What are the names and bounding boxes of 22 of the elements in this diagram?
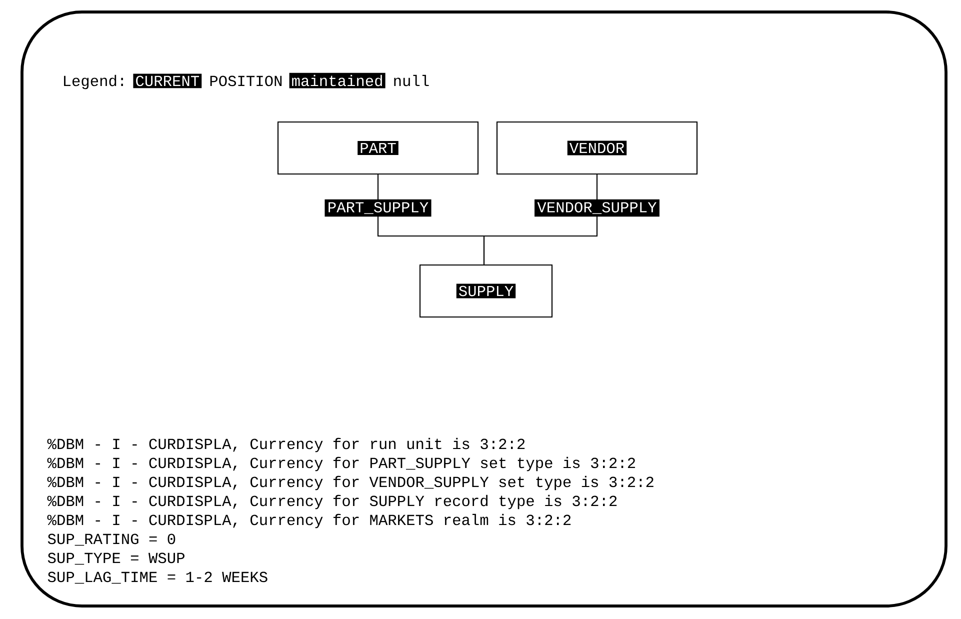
console-line: SUP_RATING = 0 xyxy=(48,534,176,546)
legend-key: CURRENT xyxy=(133,74,202,88)
console-line: SUP_LAG_TIME = 1-2 WEEKS xyxy=(48,572,268,584)
legend-key: maintained xyxy=(289,72,386,88)
console-line: %DBM - I - CURDISPLA, Currency for VENDOR_SUPPLY set type is 3:2:2 xyxy=(47,476,654,490)
console-line: SUP_TYPE = WSUP xyxy=(48,552,184,565)
legend-heading: Legend: xyxy=(64,74,123,90)
record-box xyxy=(277,121,479,175)
console-line: %DBM - I - CURDISPLA, Currency for PART_SUPPLY set type is 3:2:2 xyxy=(47,456,635,472)
console-line: %DBM - I - CURDISPLA, Currency for MARKETS realm is 3:2:2 xyxy=(47,514,571,528)
record-name: PART xyxy=(358,140,398,156)
record-box xyxy=(419,264,553,318)
console-line: %DBM - I - CURDISPLA, Currency for SUPPLY record type is 3:2:2 xyxy=(47,494,617,510)
set-label: PART_SUPPLY xyxy=(324,199,432,217)
record-name: SUPPLY xyxy=(456,284,516,298)
record-box xyxy=(496,121,698,175)
record-name: VENDOR xyxy=(567,140,627,156)
set-connector xyxy=(483,174,598,264)
legend-text: null xyxy=(394,74,429,86)
set-label: VENDOR_SUPPLY xyxy=(534,199,660,217)
console-line: %DBM - I - CURDISPLA, Currency for run unit is 3:2:2 xyxy=(47,438,525,452)
legend-text: POSITION xyxy=(210,76,282,86)
